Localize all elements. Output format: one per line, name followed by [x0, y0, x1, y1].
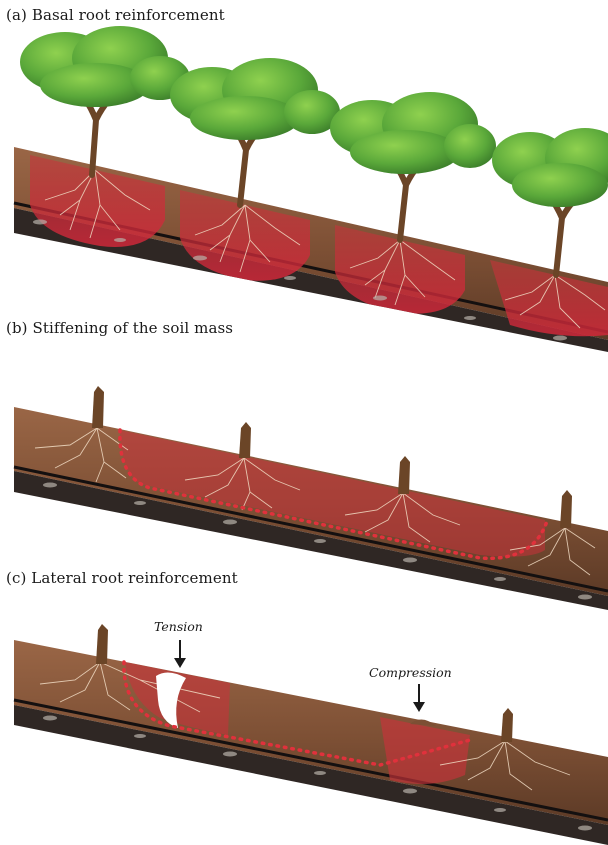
panel-b-slope [14, 386, 608, 610]
stump-b1 [92, 386, 104, 428]
stump-b3 [398, 456, 410, 494]
stump-b2 [239, 422, 251, 458]
stump-b4 [560, 490, 572, 528]
stump-c2 [501, 708, 513, 742]
tension-arrow [174, 640, 186, 668]
tree-a1 [20, 26, 190, 175]
stump-c1 [96, 624, 108, 664]
compression-zone [380, 717, 470, 784]
tree-a3 [330, 92, 496, 240]
tree-a4 [492, 128, 608, 275]
panel-c-slope [14, 624, 608, 845]
tree-a2 [170, 58, 340, 205]
compression-arrow [413, 684, 425, 712]
